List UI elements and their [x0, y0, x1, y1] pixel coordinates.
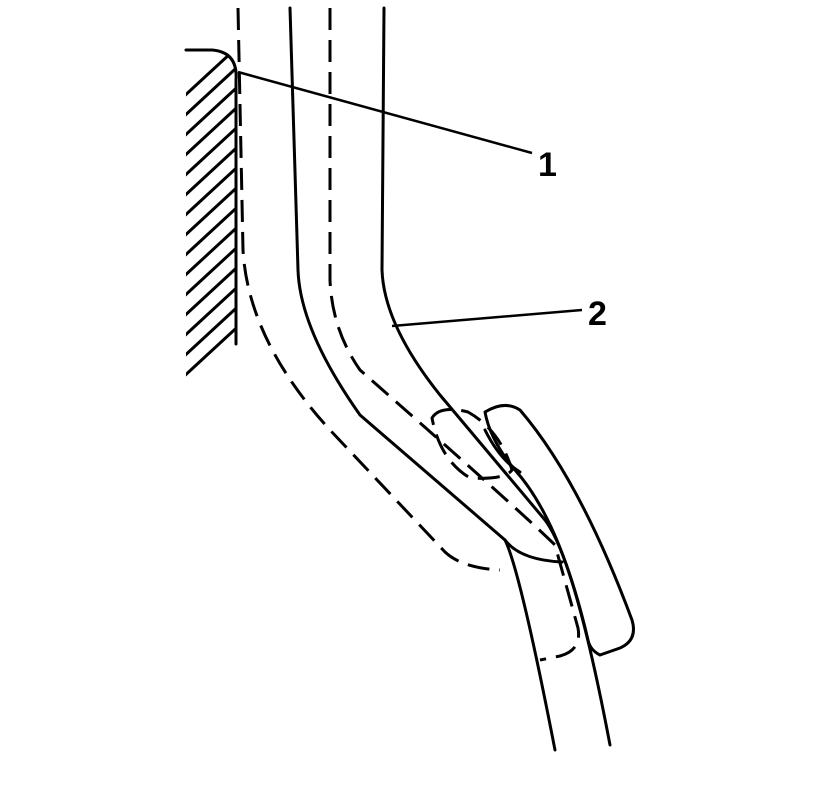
hatch-line — [186, 258, 237, 322]
hatch-line — [186, 178, 237, 242]
hatch-line — [186, 98, 237, 162]
callout-2: 2 — [588, 295, 607, 333]
hatch-line — [186, 158, 237, 222]
hatch-line — [186, 78, 237, 142]
hatch-line — [186, 198, 237, 262]
hatch-line — [186, 238, 237, 302]
hose-right-edge — [380, 6, 612, 747]
hatch-line — [186, 218, 237, 282]
hatch-line — [186, 318, 237, 378]
hose-alt-inner-edge — [328, 8, 581, 662]
hatch-line — [180, 420, 245, 480]
hatch-line — [186, 138, 237, 202]
hatch-line — [180, 400, 245, 460]
clip-alt-outline — [430, 408, 514, 480]
leader-line-1 — [237, 70, 533, 155]
clip-inner-edge — [483, 428, 522, 474]
hatch-line — [180, 380, 245, 440]
hose-collar-curve — [503, 538, 564, 564]
hatch-line — [186, 118, 237, 182]
leader-line-2 — [391, 308, 583, 328]
hatch-line — [186, 298, 237, 362]
hatch-line — [186, 278, 237, 342]
callout-1: 1 — [538, 146, 557, 184]
hose-alt-outer-edge — [236, 7, 501, 572]
hatched-wall — [180, 48, 245, 500]
retaining-clip — [483, 404, 635, 657]
hatch-line — [186, 50, 237, 102]
hatch-line — [180, 440, 245, 500]
